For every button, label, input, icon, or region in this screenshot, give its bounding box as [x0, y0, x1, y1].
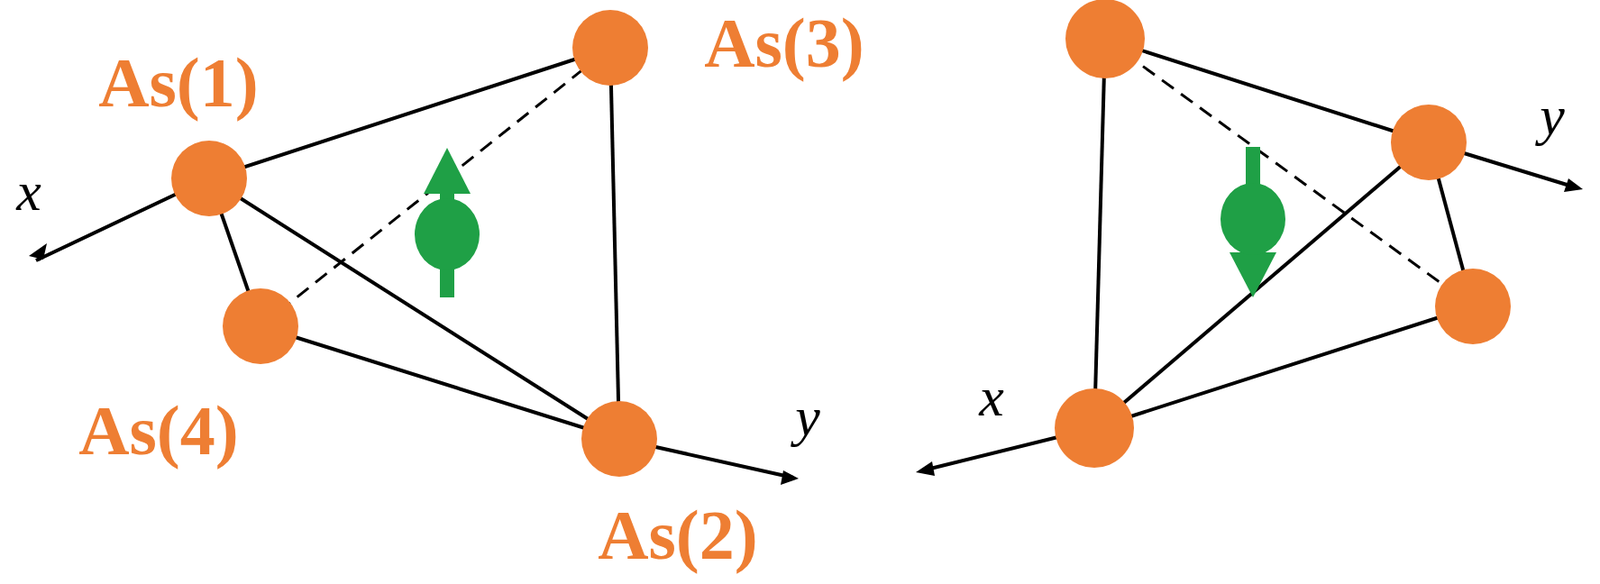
- atom-label: As(4): [78, 395, 239, 467]
- left-axes: [28, 178, 799, 485]
- right-axes: [915, 142, 1583, 476]
- spin-up-symbol: [414, 147, 480, 298]
- right-tetrahedron: [1094, 38, 1473, 429]
- arsenic-atoms: [171, 0, 1511, 477]
- axis-label: x: [16, 163, 42, 220]
- left-tetrahedron: [209, 47, 620, 439]
- axis-label: x: [978, 368, 1005, 425]
- spin-down-symbol: [1220, 146, 1286, 298]
- axis-label: y: [795, 388, 821, 445]
- axis-label: y: [1539, 87, 1565, 144]
- atom-label: As(3): [704, 8, 865, 79]
- atom-label: As(2): [597, 500, 759, 571]
- atom-label: As(1): [98, 47, 259, 119]
